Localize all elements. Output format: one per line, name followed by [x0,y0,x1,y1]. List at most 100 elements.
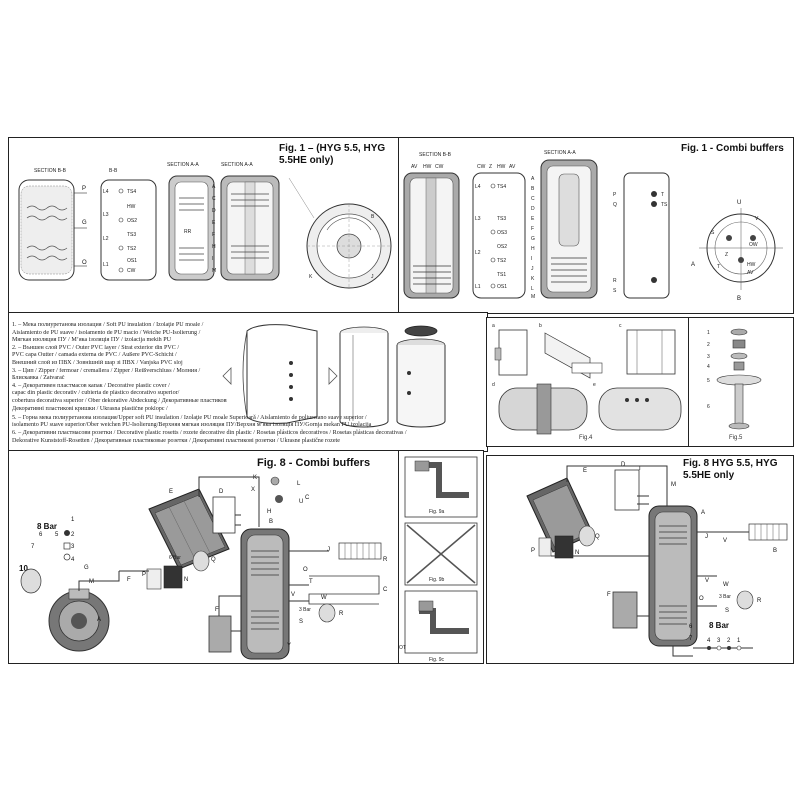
fig1-right-letter-h: H [531,246,535,252]
fig8-left-letter-c2: C [383,587,388,593]
fig1-left-letter-a: A [212,184,216,190]
fig8-left-letter-y: Y [287,643,291,649]
legend-line: PVC capa Outter / camada externa de PVC … [12,352,177,359]
fig8-left-letter-j: J [327,547,330,553]
legend-line: Внешний слой из ПВХ / Зовнішній шар зі П… [12,359,183,366]
fig1-left-sensor-cw: CW [127,268,136,274]
fig8-right-letter-d: D [621,462,626,468]
fig1-right-letter-a: A [531,176,535,182]
fig1-right-letter-f: F [531,226,534,232]
fig8-right-pressure: 8 Bar [709,621,729,630]
fig8-right-radiator [748,523,788,541]
fig1-left-port-l2: L2 [103,236,109,242]
fig8-left-panel: Fig. 8 - Combi buffers 8 Bar 1 2 3 4 5 6… [8,450,400,664]
fig8-left-letter-r2: R [339,611,344,617]
fig1-right-top-hw: HW [423,164,432,170]
fig1-right-sensor-ts1: TS1 [497,272,506,278]
fig5-part-4: 4 [707,364,710,370]
fig1-right-circle-z: Z [725,252,728,258]
fig1-right-side-r: R [613,278,617,284]
fig8-left-letter-b: B [269,519,273,525]
fig8-left-main-tank [240,528,290,660]
fig9b-caption: Fig. 9b [429,577,445,583]
fig8-left-letter-p: P [142,572,146,578]
fig1-left-section-a2: SECTION A-A [221,162,253,168]
legend-line: Aislamiento de PU suave / isolamento de … [12,329,201,336]
fig5-part-1: 1 [707,330,710,336]
fig8-right-letter-e: E [583,468,587,474]
fig8-left-letter-d: D [219,489,224,495]
fig1-right-letter-e: E [531,216,535,222]
fig1-right-side-q: Q [613,202,617,208]
fig1-right-circle-v: V [755,216,759,222]
fig1-left-section-b: B-B [109,168,118,174]
fig1-right-letter-m: M [531,294,535,300]
fig1-left-section-bb: SECTION B-B [34,168,67,174]
fig9-ot-label: OT [399,645,406,651]
fig8-left-letter-c: C [305,495,310,501]
fig5-part-5: 5 [707,378,710,384]
fig8-right-letter-i: I [639,466,641,472]
fig1-right-letter-g: G [531,236,535,242]
fig4-label-a: a [492,323,495,329]
fig1-right-sensor-os1: OS1 [497,284,507,290]
fig8-left-letter-e: E [169,489,173,495]
fig8-left-boiler [48,588,110,652]
fig1-left-letter-h: H [212,244,216,250]
fig1-right-circle-a: A [691,262,695,268]
fig1-left-drawing: P G O B-B L4 L3 L2 L1 TS4 HW OS2 TS3 TS2… [18,162,392,289]
fig9c-caption: Fig. 9c [429,657,445,663]
fig1-left-sensor-os2: OS2 [127,218,137,224]
insulation-cylinder [339,326,389,428]
fig8-left-solar-panel [148,488,230,570]
fig8-left-letter-n: N [184,577,188,583]
fig1-right-top-cw2: CW [477,164,486,170]
fig1-left-letter-c: C [212,196,216,202]
fig1-right-letter-column: A B C D E F G H I J K L M [531,176,535,300]
fig1-right-tank-1: SECTION B-B AV HW CW [403,152,460,299]
fig8-left-num-7: 7 [31,544,35,550]
fig1-left-letter-e: E [212,220,216,226]
fig8-right-num-4: 4 [707,638,711,644]
fig1-right-circle-av: AV [747,270,754,276]
fig1-right-top-hw2: HW [497,164,506,170]
fig1-right-letter-b: B [531,186,535,192]
fig8-left-letter-l: L [297,481,301,487]
fig8-left-letter-a: A [97,617,101,623]
legend-line: Блискавка / Zatvarač [12,375,65,382]
fig1-left-letter-d: D [212,208,216,214]
fig1-left-sensor-hw: HW [127,204,136,210]
fig1-left-port-l3: L3 [103,212,109,218]
fig4-panel: a b c d e Fig.4 [486,317,690,447]
fig8-right-letter-q: Q [595,534,600,540]
fig8-left-letter-k: K [253,475,257,481]
fig1-right-top-av: AV [411,164,418,170]
fig5-part-6: 6 [707,404,710,410]
fig1-left-sensor-ts4: TS4 [127,189,136,195]
fig1-right-side-p: P [613,192,617,198]
fig8-right-letter-p: P [531,548,535,554]
fig8-left-letter-t: T [309,579,313,585]
fig1-left-letter-j: J [371,274,374,280]
fig1-right-circle-s: S [711,230,715,236]
fig1-tank-4: SECTION A-A A C D E F H I M [212,162,280,281]
fig1-left-letter-i: I [212,256,213,262]
fig1-left-sensor-ts3: TS3 [127,232,136,238]
legend-line: Мягкая изоляция ПУ / Мʼяка ізоляція ПУ /… [12,337,172,344]
fig1-right-tank-3: SECTION A-A [540,150,598,299]
fig1-right-sensor-os2: OS2 [497,244,507,250]
fig1-left-title: Fig. 1 – (HYG 5.5, HYG 5.5HE only) [279,143,386,166]
fig8-left-num-4: 4 [71,557,75,563]
fig4-label-b: b [539,323,542,329]
fig1-right-top-av2: AV [509,164,516,170]
fig4-caption: Fig.4 [579,435,593,441]
insulation-jacket [222,324,338,424]
fig5-part-3: 3 [707,354,710,360]
fig8-left-letter-o: O [303,567,308,573]
insulation-tank-covered [396,325,446,428]
fig8-left-num-3: 3 [71,544,75,550]
fig1-left-letter-f: F [212,232,215,238]
fig8-right-letter-s: S [725,608,729,614]
fig1-right-side-t: T [661,192,664,198]
